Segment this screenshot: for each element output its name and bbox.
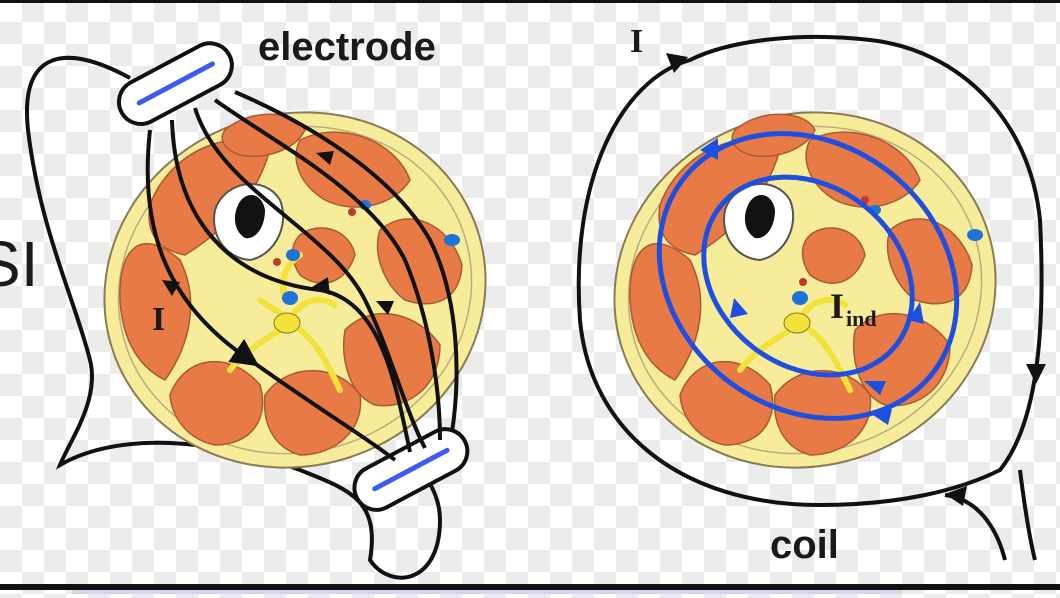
coil-leads — [945, 470, 1035, 560]
right-vein-3 — [967, 229, 983, 241]
left-vein-4 — [444, 234, 460, 246]
right-vein-1 — [792, 291, 808, 305]
left-artery-2 — [348, 208, 356, 216]
left-vein-1 — [282, 291, 298, 305]
right-artery-1 — [799, 278, 807, 286]
left-current-label: I — [152, 301, 165, 338]
right-nerve — [784, 313, 810, 333]
coil-label: coil — [770, 523, 839, 567]
right-current-label: I — [630, 23, 643, 60]
left-vein-2 — [286, 249, 300, 261]
left-nerve — [274, 313, 300, 333]
right-panel-magnetic-stimulation: I I ind coil — [568, 23, 1046, 567]
partial-left-label: SI — [0, 228, 38, 300]
left-panel-electrical-stimulation: electrode I SI — [0, 25, 532, 578]
induced-current-label: I — [830, 286, 844, 326]
induced-current-subscript: ind — [846, 306, 877, 331]
left-artery-1 — [273, 258, 281, 266]
bottom-highlight-strip — [72, 590, 902, 594]
top-electrode — [111, 36, 239, 132]
electrode-label: electrode — [258, 25, 436, 69]
coil-arrow-right — [1026, 364, 1046, 384]
